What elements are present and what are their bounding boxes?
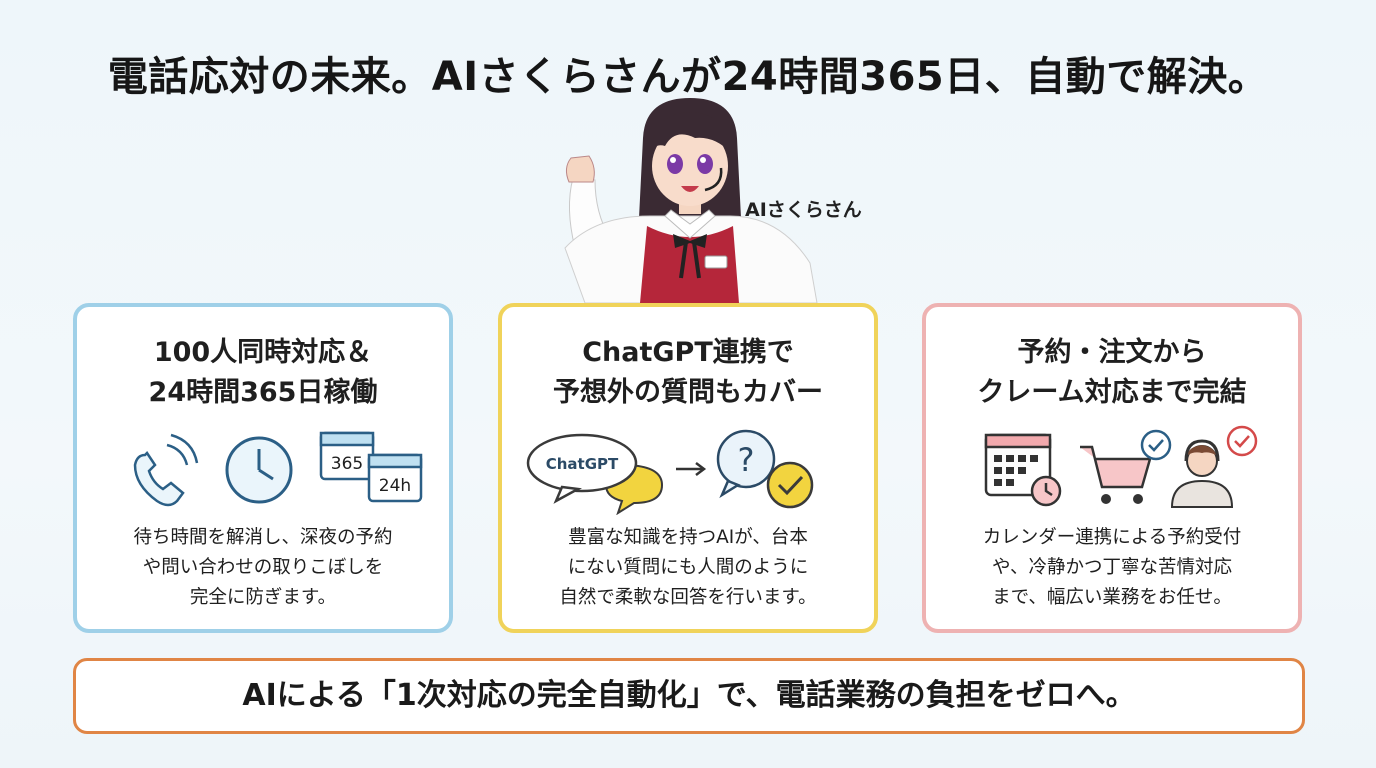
arrow-right-icon: [676, 462, 707, 476]
card-body-line: 完全に防ぎます。: [189, 587, 337, 608]
calendar-24h-icon: 24h: [367, 453, 423, 503]
card-body-line: 自然で柔軟な回答を行います。: [559, 587, 817, 608]
chat-bubble-icon: ChatGPT: [526, 433, 664, 515]
card-title: ChatGPT連携で 予想外の質問もカバー: [502, 333, 874, 413]
card-body-line: まで、幅広い業務をお任せ。: [992, 587, 1232, 608]
summary-banner: AIによる「1次対応の完全自動化」で、電話業務の負担をゼロへ。: [73, 658, 1305, 734]
card-title: 予約・注文から クレーム対応まで完結: [926, 333, 1298, 413]
card-icon-row: 365 24h: [133, 431, 423, 507]
card-title-line: クレーム対応まで完結: [977, 377, 1247, 408]
feature-card-chatgpt: ChatGPT連携で 予想外の質問もカバー ChatGPT ? 豊富な知識を持つ…: [498, 303, 878, 633]
card-title-line: ChatGPT連携で: [582, 337, 794, 368]
phone-ringing-icon: [133, 433, 199, 507]
check-circle-icon: [766, 461, 814, 509]
calendar-365-icon: 365: [319, 431, 375, 481]
operator-headset-icon: [1170, 439, 1234, 508]
chatgpt-bubble-label: ChatGPT: [546, 455, 619, 473]
card-title-line: 予想外の質問もカバー: [553, 377, 823, 408]
question-bubble-icon: ?: [716, 429, 776, 499]
page-headline: 電話応対の未来。AIさくらさんが24時間365日、自動で解決。: [107, 54, 1269, 100]
card-title-line: 100人同時対応＆: [153, 337, 373, 368]
shopping-cart-check-icon: [1080, 429, 1172, 504]
calendar-24h-label: 24h: [379, 476, 411, 496]
card-title-line: 予約・注文から: [1017, 337, 1207, 368]
card-body-line: 豊富な知識を持つAIが、台本: [568, 527, 808, 548]
card-body-line: 待ち時間を解消し、深夜の予約: [133, 527, 393, 548]
feature-card-availability: 100人同時対応＆ 24時間365日稼働 365 24h 待ち時間を解消し、: [73, 303, 453, 633]
card-title-line: 24時間365日稼働: [148, 377, 378, 408]
question-mark-label: ?: [738, 441, 755, 479]
check-bubble-icon: [1226, 425, 1258, 457]
card-icon-row: [984, 425, 1258, 508]
calendar-365-label: 365: [331, 454, 363, 474]
card-title: 100人同時対応＆ 24時間365日稼働: [77, 333, 449, 413]
calendar-clock-icon: [984, 433, 1062, 507]
clock-icon: [225, 436, 293, 504]
card-body-line: や、冷静かつ丁寧な苦情対応: [992, 557, 1232, 578]
mascot-illustration: [564, 98, 818, 303]
card-body-line: や問い合わせの取りこぼしを: [142, 557, 384, 578]
mascot-name-label: AIさくらさん: [745, 199, 862, 221]
card-description: カレンダー連携による予約受付 や、冷静かつ丁寧な苦情対応 まで、幅広い業務をお任…: [926, 523, 1298, 613]
card-body-line: にない質問にも人間のように: [567, 557, 809, 578]
card-body-line: カレンダー連携による予約受付: [982, 527, 1242, 548]
card-icon-row: ChatGPT ?: [526, 429, 814, 515]
card-description: 豊富な知識を持つAIが、台本 にない質問にも人間のように 自然で柔軟な回答を行い…: [502, 523, 874, 613]
feature-card-tasks: 予約・注文から クレーム対応まで完結: [922, 303, 1302, 633]
card-description: 待ち時間を解消し、深夜の予約 や問い合わせの取りこぼしを 完全に防ぎます。: [77, 523, 449, 613]
